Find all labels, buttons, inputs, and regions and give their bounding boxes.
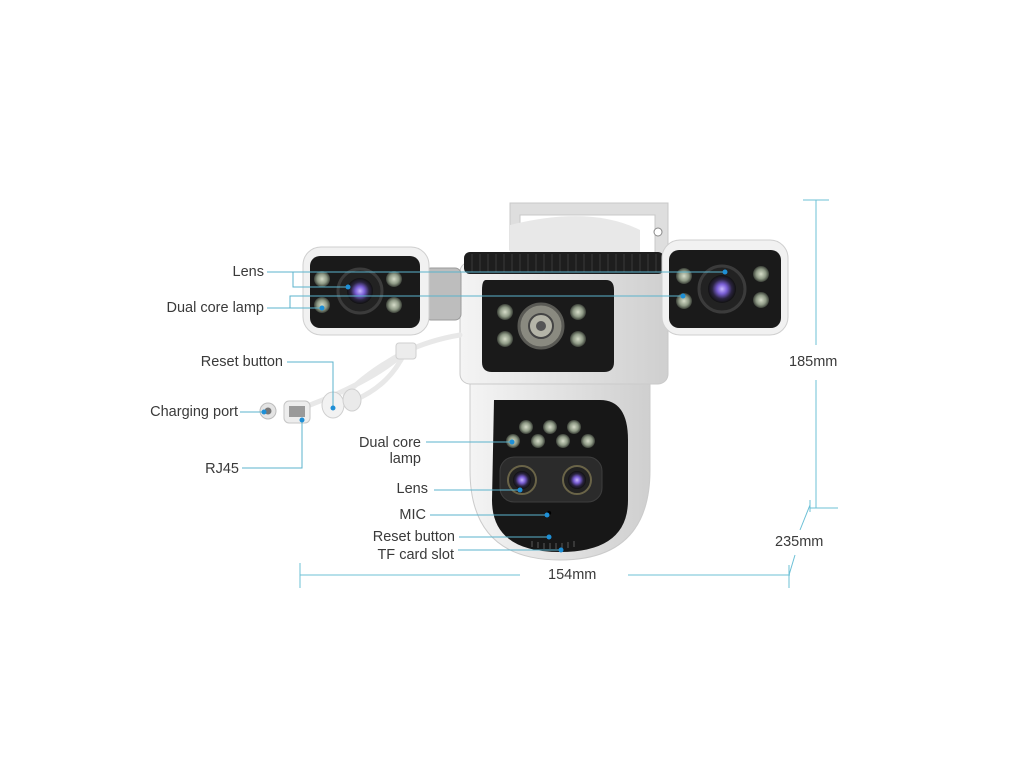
upper-housing — [459, 252, 669, 385]
callout-lens-left: Lens — [232, 264, 264, 280]
dimension-lines — [299, 199, 838, 588]
callout-dual-core-lamp-dome: Dual core lamp — [359, 435, 421, 467]
callout-charging-port: Charging port — [150, 404, 238, 420]
left-hinge — [424, 267, 462, 321]
dimension-width: 154mm — [548, 567, 597, 583]
lower-dome — [469, 383, 651, 561]
callout-rj45: RJ45 — [205, 461, 239, 477]
callout-dual-core-lamp-dome-line1: Dual core — [358, 435, 421, 451]
cable-connectors — [259, 342, 417, 424]
left-bullet-camera — [302, 246, 430, 336]
callout-mic: MIC — [399, 507, 426, 523]
dimension-depth: 235mm — [775, 534, 824, 550]
dimension-height: 185mm — [789, 354, 838, 370]
callout-dual-core-lamp-dome-line2: lamp — [389, 451, 421, 467]
callout-reset-button-cable: Reset button — [200, 354, 283, 370]
callout-lens-dome: Lens — [396, 481, 428, 497]
leader-lines — [240, 271, 725, 551]
right-bullet-camera — [661, 239, 789, 336]
callout-reset-button-dome: Reset button — [372, 529, 455, 545]
leader-dots — [261, 269, 728, 553]
callout-dual-core-lamp-left: Dual core lamp — [166, 300, 264, 316]
callout-tf-card-slot: TF card slot — [377, 547, 454, 563]
